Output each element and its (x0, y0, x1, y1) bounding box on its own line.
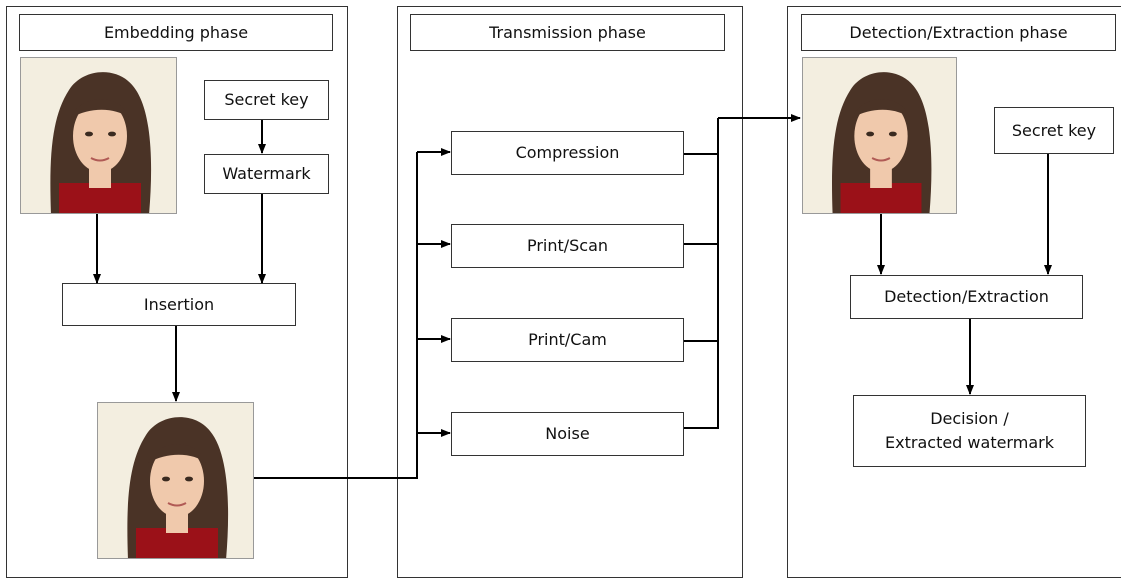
portrait-icon (21, 58, 176, 213)
decision-label-line2: Extracted watermark (885, 433, 1054, 452)
embedding-secret-key-label: Secret key (224, 90, 309, 109)
noise-label: Noise (545, 424, 590, 443)
print-cam-box: Print/Cam (451, 318, 684, 362)
decision-label-line1: Decision / (930, 409, 1009, 428)
portrait-icon (98, 403, 253, 558)
portrait-icon (803, 58, 956, 213)
original-image (20, 57, 177, 214)
embedding-phase-title-text: Embedding phase (103, 22, 249, 42)
watermarked-image (97, 402, 254, 559)
embedding-phase-title: Embedding phase (19, 14, 333, 51)
detection-secret-key-box: Secret key (994, 107, 1114, 154)
transmission-phase-title-text: Transmission phase (489, 22, 646, 42)
detection-phase-title: Detection/Extraction phase (801, 14, 1116, 51)
received-image (802, 57, 957, 214)
print-scan-box: Print/Scan (451, 224, 684, 268)
compression-label: Compression (515, 143, 620, 162)
insertion-box: Insertion (62, 283, 296, 326)
noise-box: Noise (451, 412, 684, 456)
watermark-label: Watermark (222, 164, 311, 183)
decision-box: Decision / Extracted watermark (853, 395, 1086, 467)
transmission-phase-title: Transmission phase (410, 14, 725, 51)
detection-extraction-box: Detection/Extraction (850, 275, 1083, 319)
watermark-box: Watermark (204, 154, 329, 194)
embedding-secret-key-box: Secret key (204, 80, 329, 120)
detection-extraction-label: Detection/Extraction (884, 287, 1049, 306)
print-scan-label: Print/Scan (526, 236, 609, 255)
detection-phase-title-text: Detection/Extraction phase (849, 22, 1068, 42)
insertion-label: Insertion (143, 294, 215, 314)
detection-secret-key-label: Secret key (1011, 120, 1097, 140)
transmission-phase-panel (397, 6, 743, 578)
print-cam-label: Print/Cam (528, 330, 607, 349)
compression-box: Compression (451, 131, 684, 175)
